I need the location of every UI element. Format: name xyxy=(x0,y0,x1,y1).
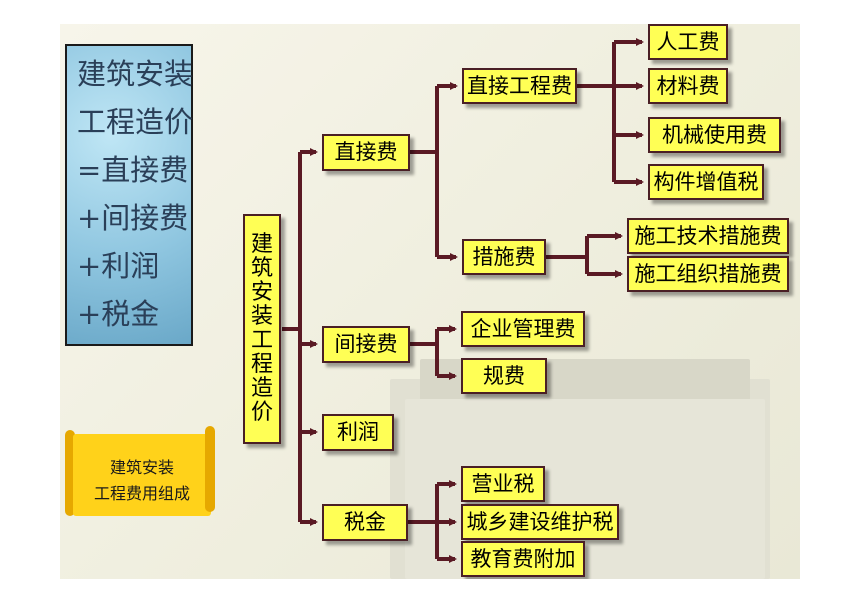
scroll-body xyxy=(73,434,211,516)
formula-panel: 建筑安装 工程造价 =直接费 +间接费 +利润 +税金 xyxy=(65,44,193,346)
node-component-vat: 构件增值税 xyxy=(648,164,764,200)
scroll-roll-right xyxy=(205,426,215,512)
formula-line: =直接费 xyxy=(77,153,189,187)
node-labor-cost: 人工费 xyxy=(648,24,728,60)
root-node-char: 建 xyxy=(250,232,273,257)
root-node-char: 工 xyxy=(250,328,273,353)
node-direct-cost: 直接费 xyxy=(322,134,410,171)
node-indirect-cost: 间接费 xyxy=(322,326,410,363)
root-node-char: 筑 xyxy=(250,256,273,281)
root-node-char: 造 xyxy=(250,376,273,401)
scroll-title-line: 建筑安装 xyxy=(109,458,174,477)
title-scroll: 建筑安装 工程费用组成 xyxy=(63,424,217,524)
root-node: 建 筑 安 装 工 程 造 价 xyxy=(243,214,281,444)
scroll-roll-left xyxy=(65,430,75,516)
node-material-cost: 材料费 xyxy=(648,68,728,104)
node-education-surcharge: 教育费附加 xyxy=(461,541,585,577)
connector-lines xyxy=(282,38,644,563)
root-node-char: 安 xyxy=(250,280,273,305)
node-regulatory-fee: 规费 xyxy=(461,358,547,394)
slide: 建筑安装 工程造价 =直接费 +间接费 +利润 +税金 建筑安装 工程费用组成 xyxy=(60,24,800,579)
formula-line: +税金 xyxy=(77,297,160,331)
node-tax: 税金 xyxy=(322,504,408,541)
node-direct-engineering-cost: 直接工程费 xyxy=(462,68,577,104)
formula-line: +利润 xyxy=(77,249,160,283)
scroll-title-line: 工程费用组成 xyxy=(93,484,190,503)
root-node-char: 装 xyxy=(250,304,273,329)
formula-line: +间接费 xyxy=(77,201,189,235)
formula-line: 建筑安装 xyxy=(77,57,194,91)
node-measures-cost: 措施费 xyxy=(462,239,546,275)
root-node-char: 程 xyxy=(250,352,273,377)
node-profit: 利润 xyxy=(322,414,394,451)
node-business-tax: 营业税 xyxy=(461,466,545,502)
formula-line: 工程造价 xyxy=(77,105,194,139)
node-technical-measures-cost: 施工技术措施费 xyxy=(627,218,789,254)
root-node-char: 价 xyxy=(250,400,273,425)
node-urban-construction-tax: 城乡建设维护税 xyxy=(461,504,619,540)
node-enterprise-management-fee: 企业管理费 xyxy=(461,311,585,347)
node-machinery-cost: 机械使用费 xyxy=(648,117,781,153)
node-organizational-measures-cost: 施工组织措施费 xyxy=(627,256,789,292)
